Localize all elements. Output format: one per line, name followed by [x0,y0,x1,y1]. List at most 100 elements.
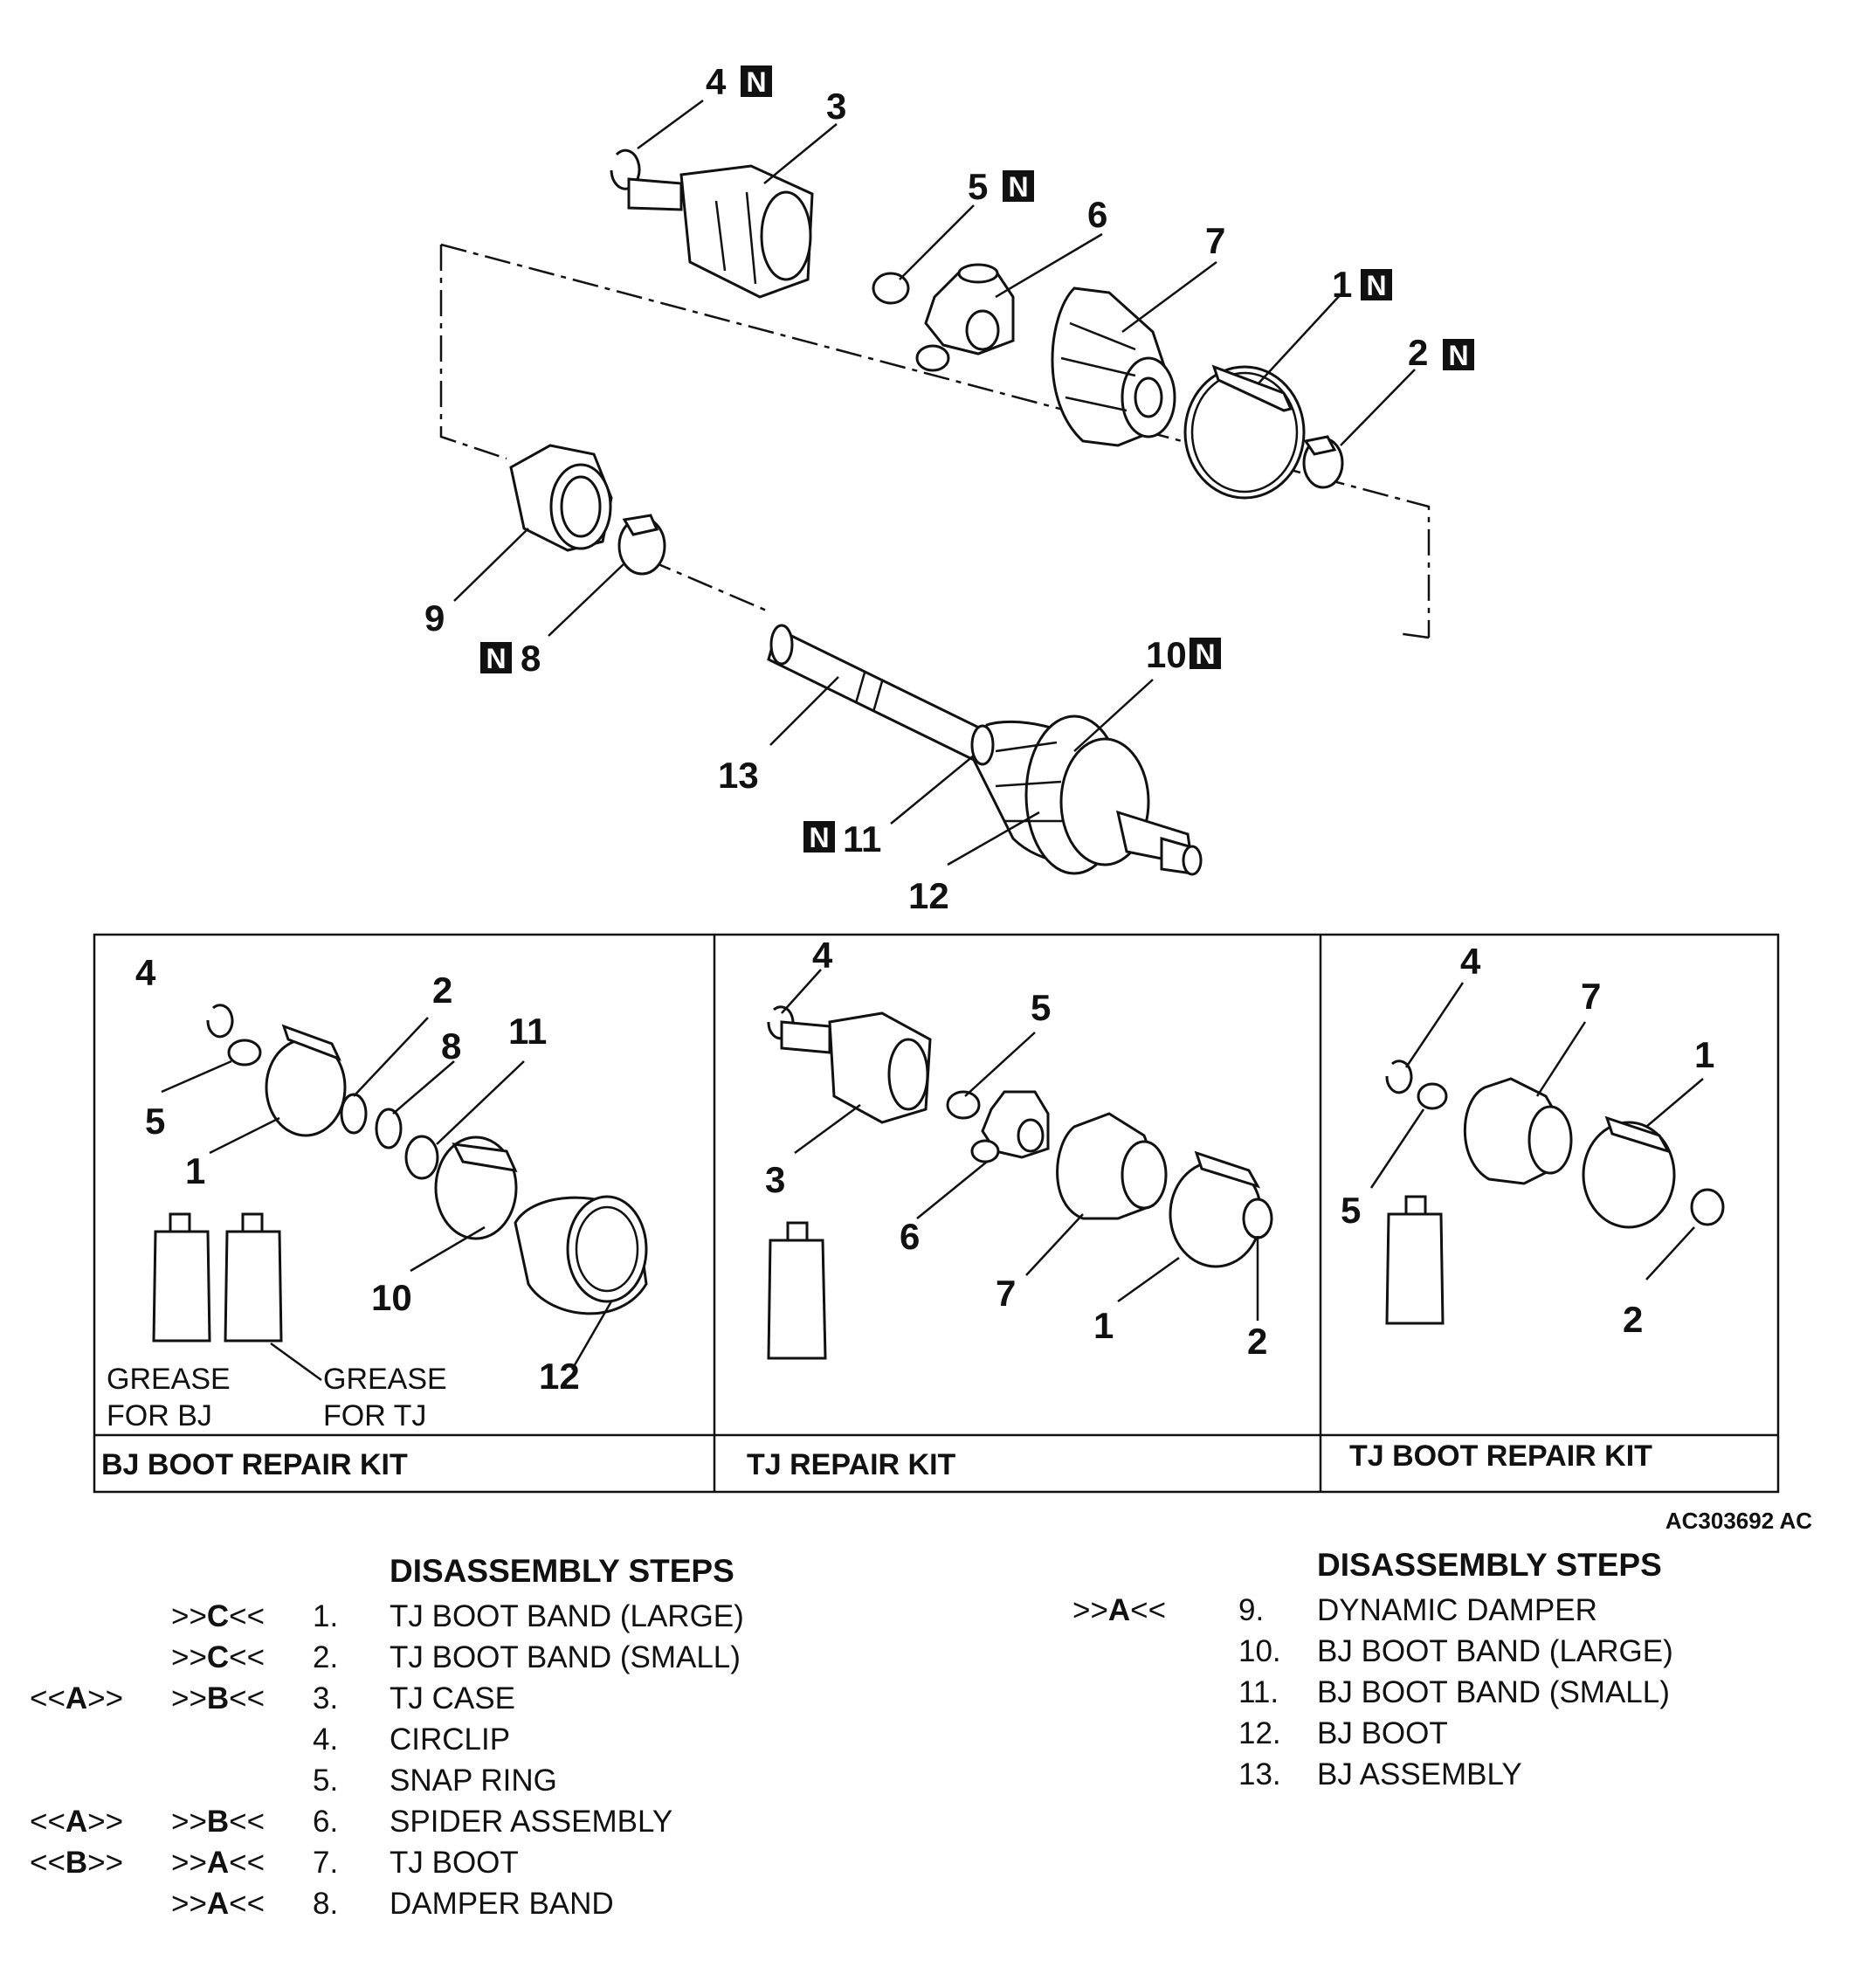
step-row: 13.BJ ASSEMBLY [1083,1754,1834,1795]
step-name: BJ BOOT BAND (LARGE) [1317,1634,1673,1668]
callout-10: 10 [1146,634,1187,675]
svg-text:N: N [1008,171,1028,203]
callout-7: 7 [1205,220,1225,261]
kit2-callout-3: 3 [765,1159,785,1200]
step-number: 11. [1238,1675,1279,1709]
kit2-callout-6: 6 [900,1216,920,1257]
kit1-callout-5: 5 [145,1101,165,1142]
callout-3: 3 [826,86,846,127]
step-code-disassembly: <<A>> [30,1805,124,1839]
top-callouts: 4 N 3 5 N 6 7 1 N 2 N 9 N 8 10 N 13 N 11… [424,61,1474,916]
callout-12: 12 [908,875,949,916]
kit2-callout-2: 2 [1247,1321,1267,1362]
step-row: 12.BJ BOOT [1083,1713,1834,1754]
grease-bj-label: GREASE [107,1363,231,1396]
steps-heading: DISASSEMBLY STEPS [390,1553,734,1589]
phantom-outline [439,243,1431,639]
step-row: 5. SNAP RING [0,1760,873,1801]
callout-1: 1 [1332,264,1352,305]
kit-tj-repair: 4 5 3 6 7 1 2 TJ REPAIR KIT [747,935,1273,1481]
step-number: 8. [313,1887,339,1921]
step-row: 4.CIRCLIP [0,1719,873,1760]
tj-boot-part [1051,286,1176,447]
disassembly-steps-left: DISASSEMBLY STEPS >>C<< 1. TJ BOOT BAND (L… [0,1550,873,1926]
step-name: TJ CASE [390,1681,515,1715]
steps-heading: DISASSEMBLY STEPS [1317,1547,1662,1583]
kit2-callout-1: 1 [1093,1305,1114,1346]
tj-case-part [627,164,814,299]
step-code-disassembly: <<B>> [30,1846,124,1880]
step-code-reassembly: >>A<< [171,1846,265,1880]
new-part-mark: N [1443,339,1474,371]
step-name: SNAP RING [390,1764,557,1798]
callout-13: 13 [718,755,759,796]
tj-boot-band-small-part [1302,435,1344,489]
kit1-callout-12: 12 [539,1356,580,1397]
step-code-reassembly: >>C<< [171,1640,265,1674]
svg-text:N: N [1366,270,1386,301]
step-number: 6. [313,1805,339,1839]
kit2-callout-4: 4 [812,935,833,976]
bj-assembly-part [767,624,1203,876]
kit3-callout-2: 2 [1623,1299,1643,1340]
kit2-title: TJ REPAIR KIT [747,1448,956,1481]
kit-tj-boot-repair: 4 7 1 5 2 TJ BOOT REPAIR KIT [1341,941,1725,1473]
new-part-mark: N [1003,170,1034,203]
step-name: TJ BOOT BAND (LARGE) [390,1599,744,1633]
step-number: 3. [313,1681,339,1715]
step-row: >>C<<2.TJ BOOT BAND (SMALL) [0,1637,873,1678]
step-number: 4. [313,1722,339,1757]
kit1-callout-11: 11 [508,1011,547,1052]
step-code-disassembly: <<A>> [30,1681,124,1715]
callout-11: 11 [843,818,881,859]
new-part-mark: N [1190,638,1221,670]
svg-text:N: N [1448,340,1468,371]
step-row: 11.BJ BOOT BAND (SMALL) [1083,1672,1834,1713]
step-code-reassembly: >>A<< [1072,1593,1167,1627]
grease-bj-label: FOR BJ [107,1399,212,1432]
grease-tj-label: FOR TJ [323,1399,426,1432]
step-code-reassembly: >>C<< [171,1599,265,1633]
step-code-reassembly: >>B<< [171,1681,265,1715]
step-number: 5. [313,1764,339,1798]
step-row: <<B>>>>A<<7.TJ BOOT [0,1842,873,1883]
new-part-mark: N [741,66,772,98]
grease-bottle-bj [152,1212,211,1343]
kit3-callout-1: 1 [1694,1034,1714,1075]
step-row: <<A>> >>B<< 3. TJ CASE [0,1678,873,1719]
dynamic-damper-part [509,444,613,552]
svg-text:N: N [809,822,829,853]
callout-5: 5 [968,166,988,207]
snap-ring-part [872,272,910,305]
step-code-reassembly: >>B<< [171,1805,265,1839]
svg-text:N: N [1195,639,1215,670]
step-number: 10. [1238,1634,1281,1668]
kit1-callout-1: 1 [185,1150,205,1191]
reference-code: AC303692 AC [1665,1508,1812,1534]
grease-bottle [767,1221,827,1360]
kit3-callout-7: 7 [1581,976,1601,1017]
step-row: >>A<<8.DAMPER BAND [0,1883,873,1924]
top-leader-lines [453,99,1416,866]
step-row: >>C<< 1. TJ BOOT BAND (LARGE) [0,1596,873,1637]
kit1-callout-10: 10 [371,1277,412,1318]
callout-8: 8 [521,638,541,679]
damper-band-part [617,514,666,576]
svg-text:N: N [486,643,506,674]
grease-bottle-tj [224,1212,283,1343]
exploded-assembly: 4 N 3 5 N 6 7 1 N 2 N 9 N 8 10 N 13 N 11… [424,61,1474,916]
kit2-callout-5: 5 [1031,987,1051,1028]
step-number: 2. [313,1640,339,1674]
step-name: SPIDER ASSEMBLY [390,1805,673,1839]
step-number: 1. [313,1599,339,1633]
step-number: 12. [1238,1716,1281,1750]
spider-assembly-part [915,263,1015,372]
grease-tj-label: GREASE [323,1363,447,1396]
kit1-callout-2: 2 [432,970,452,1011]
step-number: 13. [1238,1757,1281,1791]
step-number: 7. [313,1846,339,1880]
tj-boot-band-large-part [1183,364,1306,500]
callout-2: 2 [1408,332,1428,373]
